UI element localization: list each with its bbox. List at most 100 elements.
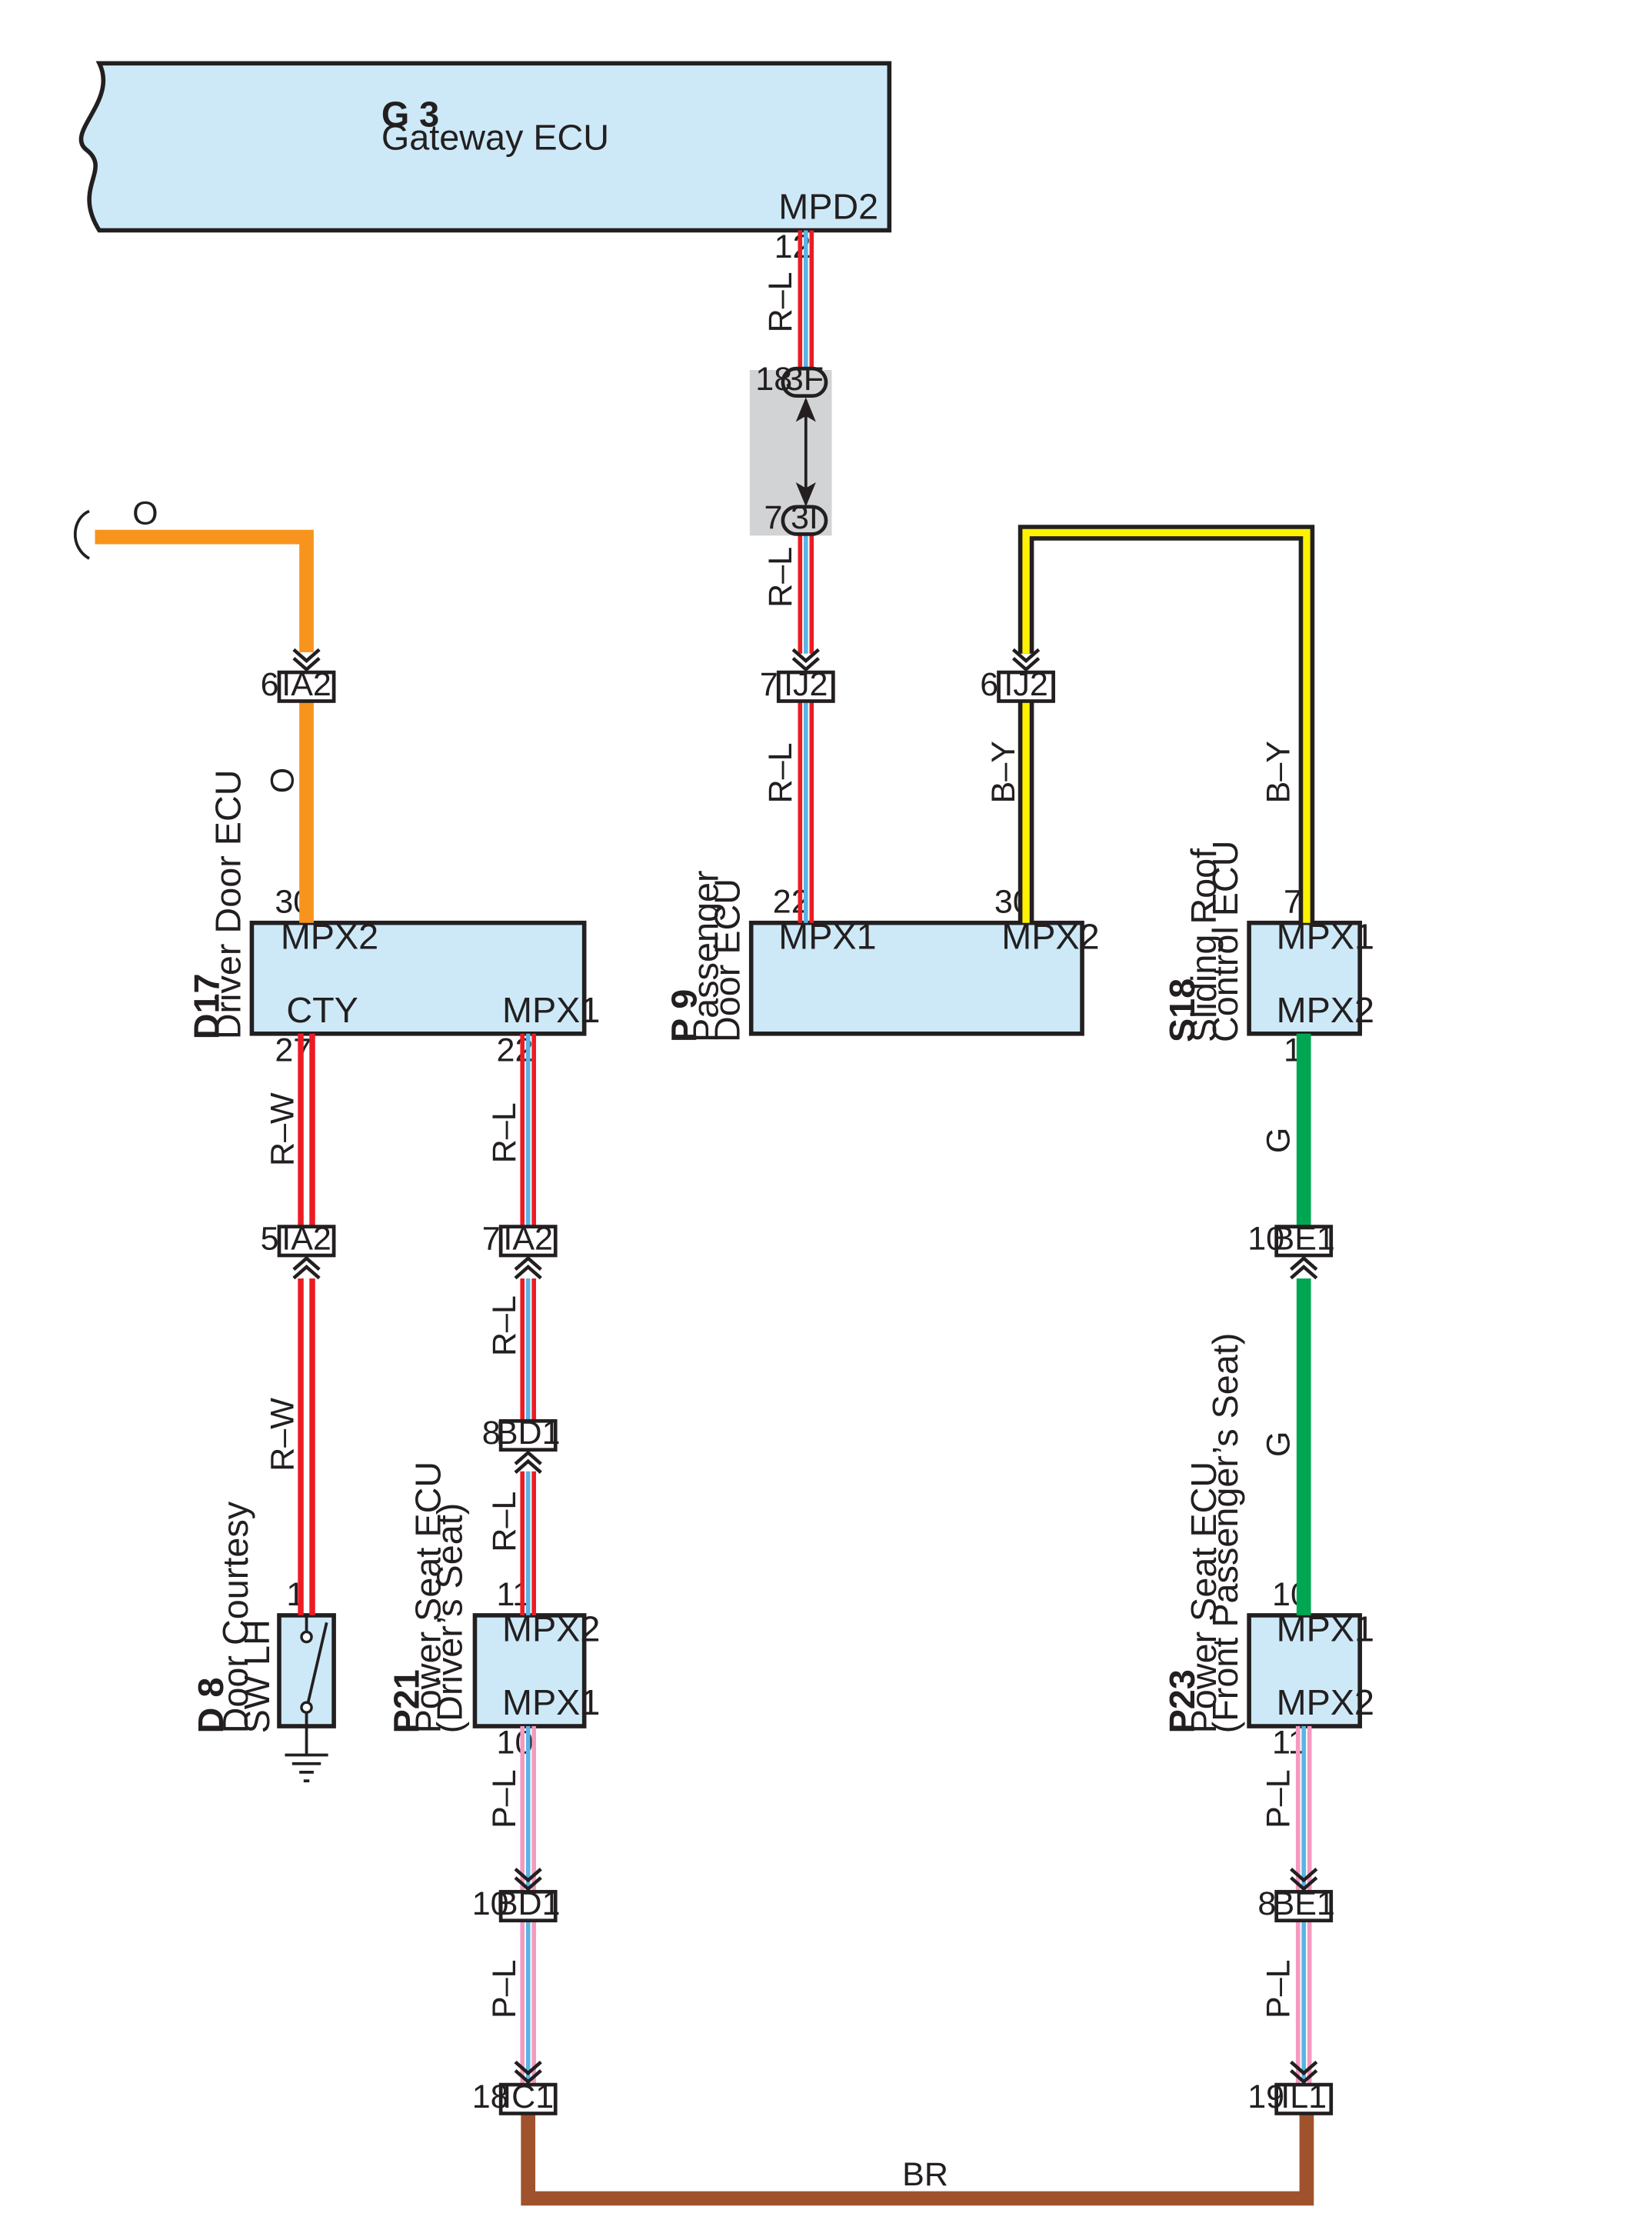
wire-code-p-l: P–L	[1260, 1769, 1297, 1828]
connector-pin: 10	[472, 1885, 509, 1922]
connector-id: BE1	[1273, 1221, 1335, 1258]
wire-p-l-driver	[520, 1726, 536, 2085]
wire-code-r-w: R–W	[265, 1398, 301, 1472]
connector-bd1-8: BD1	[496, 1415, 561, 1472]
connector-il1-19: IL1	[1274, 2063, 1334, 2115]
connector-id: BD1	[496, 1885, 561, 1922]
seat-passenger-pin-11: 11	[1272, 1725, 1307, 1762]
roof-ecu-code: S18	[1162, 978, 1202, 1042]
gateway-ecu-name: Gateway ECU	[381, 118, 609, 158]
wire-code-r-l: R–L	[486, 1492, 523, 1552]
seat-driver-code: P21	[386, 1669, 426, 1733]
roof-ecu-port-mpx2: MPX2	[1277, 990, 1374, 1030]
door-courtesy-switch: D 8 Door Courtesy SW LH	[191, 1501, 336, 1783]
wire-code-b-y: B–Y	[1260, 741, 1297, 803]
connector-arrow-icon	[517, 1258, 540, 1277]
roof-ecu-name-1: Sliding Roof	[1184, 848, 1224, 1042]
wire-code-r-l: R–L	[486, 1102, 523, 1163]
wire-brown	[521, 2113, 1314, 2206]
seat-passenger-port-mpx1: MPX1	[1277, 1609, 1374, 1649]
gateway-port-mpd2: MPD2	[778, 186, 878, 226]
connector-ia2-7: IA2	[498, 1221, 558, 1278]
wire-code-r-l: R–L	[486, 1295, 523, 1356]
connector-ia2-5: IA2	[277, 1221, 336, 1278]
roof-ecu-name-2: Control ECU	[1205, 840, 1245, 1042]
passenger-ecu-port-mpx2: MPX2	[1001, 916, 1099, 956]
connector-be1-8: BE1	[1273, 1870, 1335, 1922]
passenger-ecu-code: P 9	[664, 989, 704, 1042]
connector-bd1-10: BD1	[496, 1870, 561, 1922]
roof-ecu-port-mpx1: MPX1	[1277, 916, 1374, 956]
connector-id: IA2	[503, 1221, 553, 1258]
connector-pin: 8	[1257, 1885, 1276, 1922]
seat-driver-name-2: (Driver’s Seat)	[430, 1503, 470, 1734]
wire-code-br: BR	[902, 2156, 948, 2193]
ground-icon	[285, 1726, 328, 1783]
seat-passenger-name-2: (Front Passenger’s Seat)	[1205, 1333, 1245, 1734]
connector-id: BD1	[496, 1415, 561, 1452]
connector-id: IA2	[281, 666, 331, 703]
wire-code-o: O	[132, 495, 158, 532]
wire-b-y	[1018, 525, 1315, 923]
wire-code-g: G	[1260, 1432, 1297, 1457]
connector-pin: 6	[261, 666, 279, 703]
connector-pin: 7	[760, 666, 778, 703]
wire-r-l-gateway	[798, 230, 814, 923]
connector-id: IJ2	[1004, 666, 1047, 703]
driver-ecu-code: D17	[186, 973, 226, 1039]
wire-code-b-y: B–Y	[985, 741, 1022, 803]
courtesy-sw-code: D 8	[191, 1678, 231, 1734]
wire-code-r-l: R–L	[762, 547, 799, 608]
wire-code-p-l: P–L	[486, 1959, 523, 2018]
seat-passenger-code: P23	[1162, 1669, 1202, 1733]
wire-r-w	[298, 1033, 315, 1615]
wire-code-r-l: R–L	[762, 272, 799, 332]
gateway-ecu: G 3 Gateway ECU MPD2	[78, 61, 892, 233]
junction-bottom-id: 3I	[791, 499, 818, 536]
seat-passenger-name-1: Power Seat ECU	[1184, 1462, 1224, 1734]
connector-pin: 5	[261, 1221, 279, 1258]
wire-code-r-l: R–L	[762, 742, 799, 803]
gateway-ecu-code: G 3	[381, 95, 439, 135]
connector-pin: 10	[1247, 1221, 1284, 1258]
seat-driver-name-1: Power Seat ECU	[408, 1462, 448, 1734]
connector-be1-10: BE1	[1273, 1221, 1335, 1278]
connector-id: BE1	[1273, 1885, 1335, 1922]
connector-ic1-18: IC1	[498, 2063, 558, 2115]
wire-code-p-l: P–L	[486, 1769, 523, 1828]
junction-bottom-pin: 7	[764, 499, 783, 536]
wire-code-o: O	[265, 768, 301, 793]
passenger-ecu-port-mpx1: MPX1	[778, 916, 876, 956]
passenger-ecu-name-1: Passenger	[686, 870, 726, 1042]
power-seat-passenger-ecu: MPX1 MPX2 P23 Power Seat ECU (Front Pass…	[1162, 1333, 1374, 1734]
junction-top-id: 3F	[785, 361, 824, 398]
driver-door-ecu: MPX2 CTY MPX1 D17 Driver Door ECU	[186, 769, 600, 1039]
connector-id: IA2	[281, 1221, 331, 1258]
connector-pin: 19	[1247, 2078, 1284, 2115]
connector-arrow-icon	[517, 1452, 540, 1471]
sliding-roof-ecu: MPX1 MPX2 S18 Sliding Roof Control ECU	[1162, 840, 1374, 1042]
connector-pin: 7	[482, 1221, 501, 1258]
power-seat-driver-ecu: MPX2 MPX1 P21 Power Seat ECU (Driver’s S…	[386, 1462, 600, 1734]
driver-ecu-port-mpx1: MPX1	[502, 990, 600, 1030]
connector-pin: 6	[980, 666, 998, 703]
connector-id: IC1	[502, 2078, 554, 2115]
wire-code-r-w: R–W	[265, 1092, 301, 1166]
seat-driver-port-mpx2: MPX2	[502, 1609, 600, 1649]
connector-pin: 8	[482, 1415, 501, 1452]
connector-arrow-icon	[295, 1258, 318, 1277]
wire-r-l-driver	[520, 1033, 536, 1615]
driver-ecu-name: Driver Door ECU	[208, 769, 248, 1039]
wire-p-l-passenger	[1295, 1726, 1312, 2085]
connector-pin: 18	[472, 2078, 509, 2115]
driver-ecu-port-mpx2: MPX2	[281, 916, 378, 956]
passenger-ecu-name-2: Door ECU	[708, 878, 748, 1042]
roof-ecu-pin-7: 7	[1284, 884, 1302, 921]
connector-id: IJ2	[784, 666, 828, 703]
connector-id: IL1	[1281, 2078, 1327, 2115]
driver-ecu-port-cty: CTY	[286, 990, 358, 1030]
connector-ij2-6: IJ2	[997, 651, 1055, 703]
connector-arrow-icon	[1292, 1258, 1315, 1277]
connector-ij2-7: IJ2	[776, 651, 835, 703]
